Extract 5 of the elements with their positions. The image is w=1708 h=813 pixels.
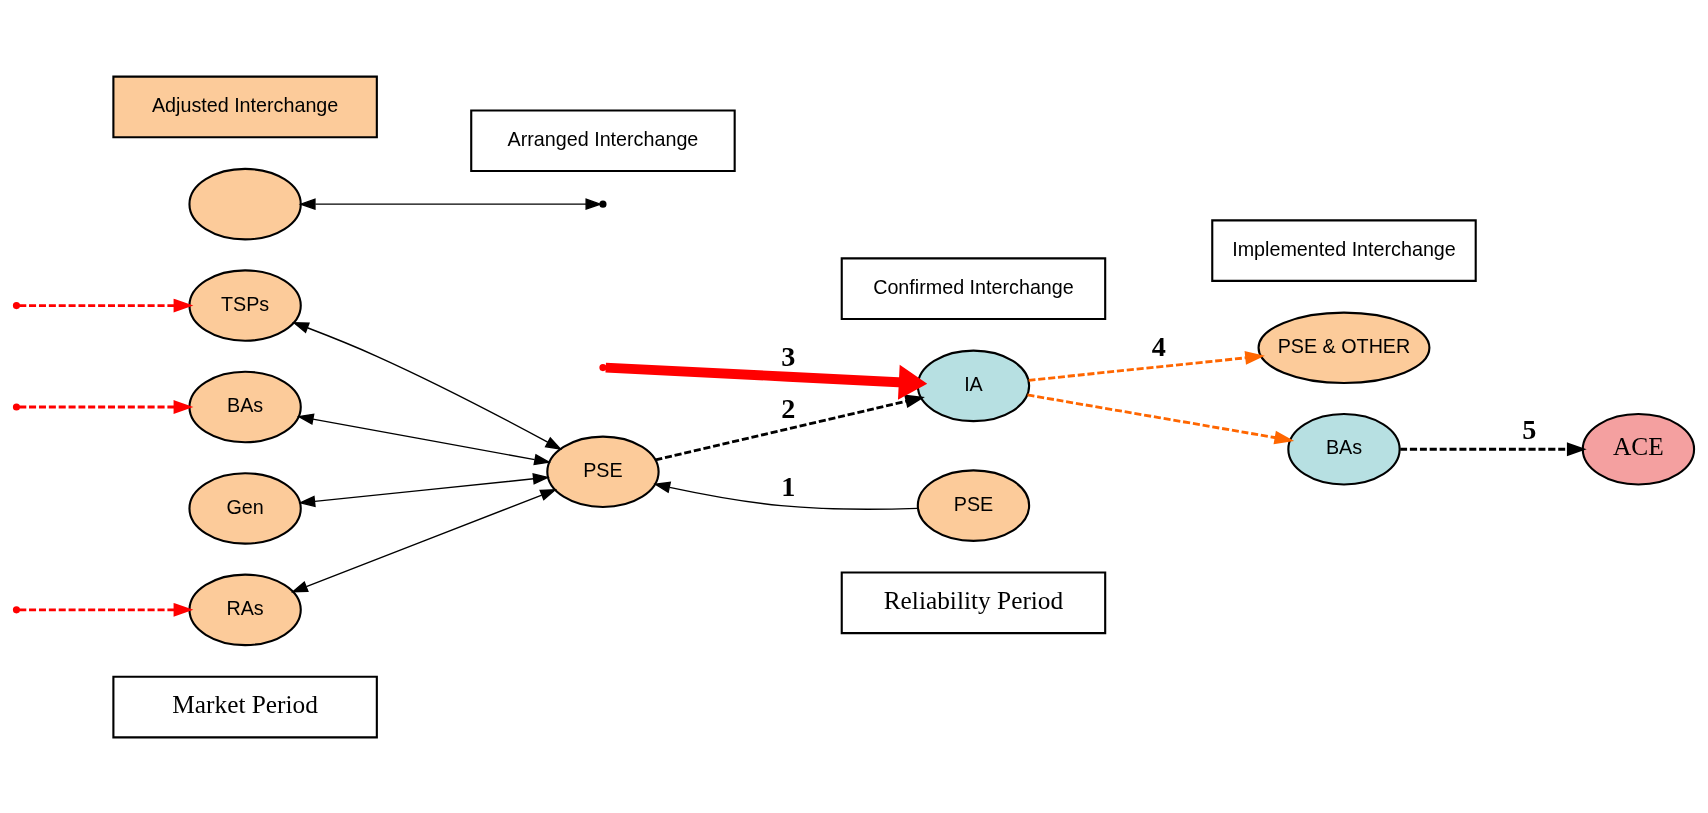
edge-label: 1 [781, 470, 796, 502]
edge-label: 5 [1522, 413, 1537, 445]
edge-label: 2 [781, 392, 796, 424]
edge-label: 3 [781, 340, 796, 372]
edge-label: 4 [1151, 330, 1166, 362]
